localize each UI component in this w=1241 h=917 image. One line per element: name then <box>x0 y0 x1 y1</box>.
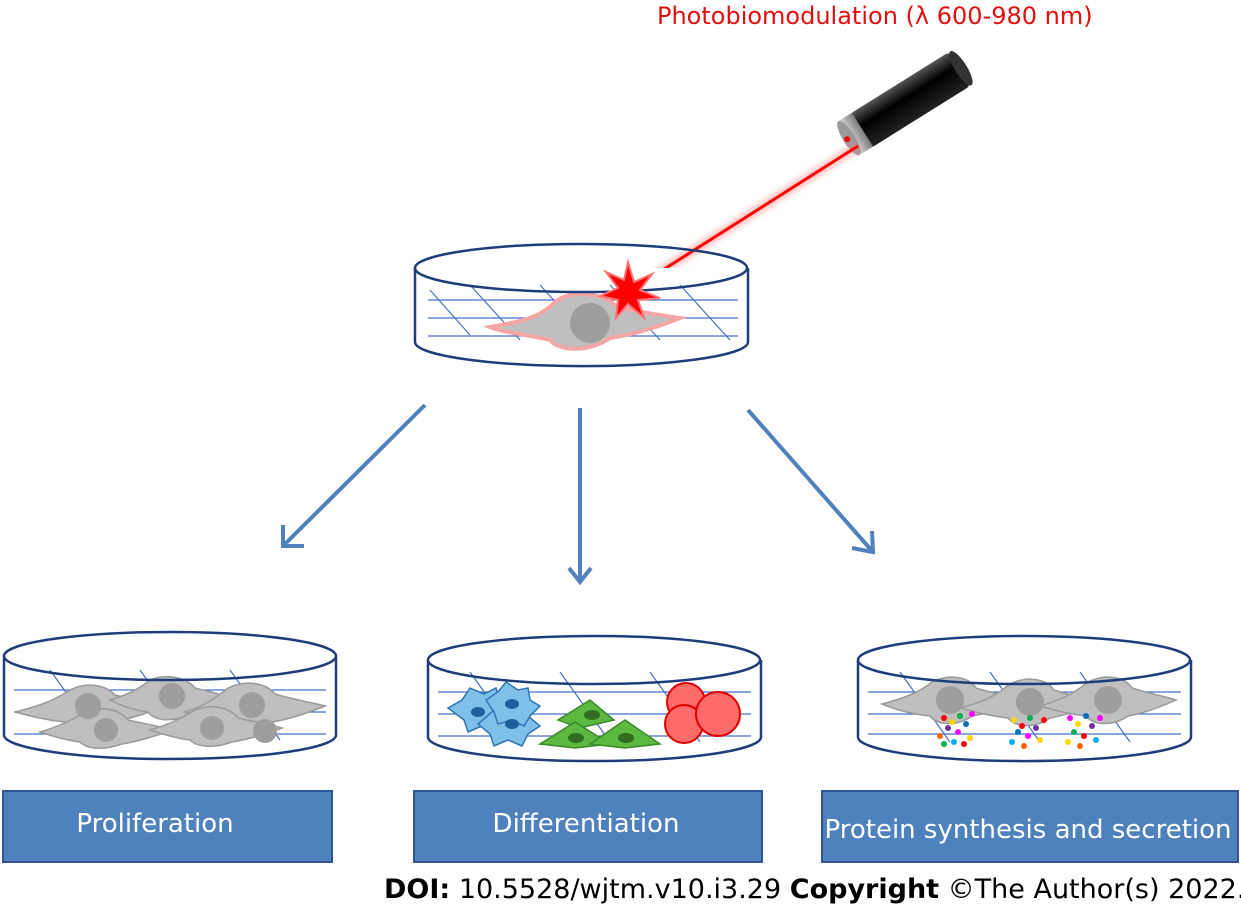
differentiation-label: Differentiation <box>493 809 680 839</box>
copyright-label: Copyright <box>789 874 940 905</box>
secreted-proteins <box>937 711 1103 749</box>
copyright-text: ©The Author(s) 2022. <box>947 874 1241 905</box>
doi-footer: DOI: 10.5528/wjtm.v10.i3.29 Copyright ©T… <box>384 874 1241 905</box>
title-label: Photobiomodulation (λ 600-980 nm) <box>657 2 1093 30</box>
protein-dish <box>856 634 1193 763</box>
laser-spark-icon <box>596 258 661 322</box>
proliferation-box: Proliferation <box>2 790 333 863</box>
differentiation-dish <box>426 634 763 763</box>
irradiated-cell <box>482 292 688 351</box>
proliferation-label: Proliferation <box>76 809 233 839</box>
arrows <box>281 403 876 586</box>
arrow-to-proliferation <box>281 403 427 548</box>
adipocyte-cells <box>664 682 741 744</box>
arrow-to-protein <box>746 408 875 554</box>
laser-pen-icon <box>837 50 973 156</box>
proliferation-dish <box>2 630 338 761</box>
top-culture-dish <box>413 242 750 368</box>
differentiation-box: Differentiation <box>413 790 763 863</box>
doi-value: 10.5528/wjtm.v10.i3.29 <box>458 874 782 905</box>
protein-box: Protein synthesis and secretion <box>821 790 1239 863</box>
doi-label: DOI: <box>384 874 451 905</box>
protein-label: Protein synthesis and secretion <box>825 815 1232 845</box>
